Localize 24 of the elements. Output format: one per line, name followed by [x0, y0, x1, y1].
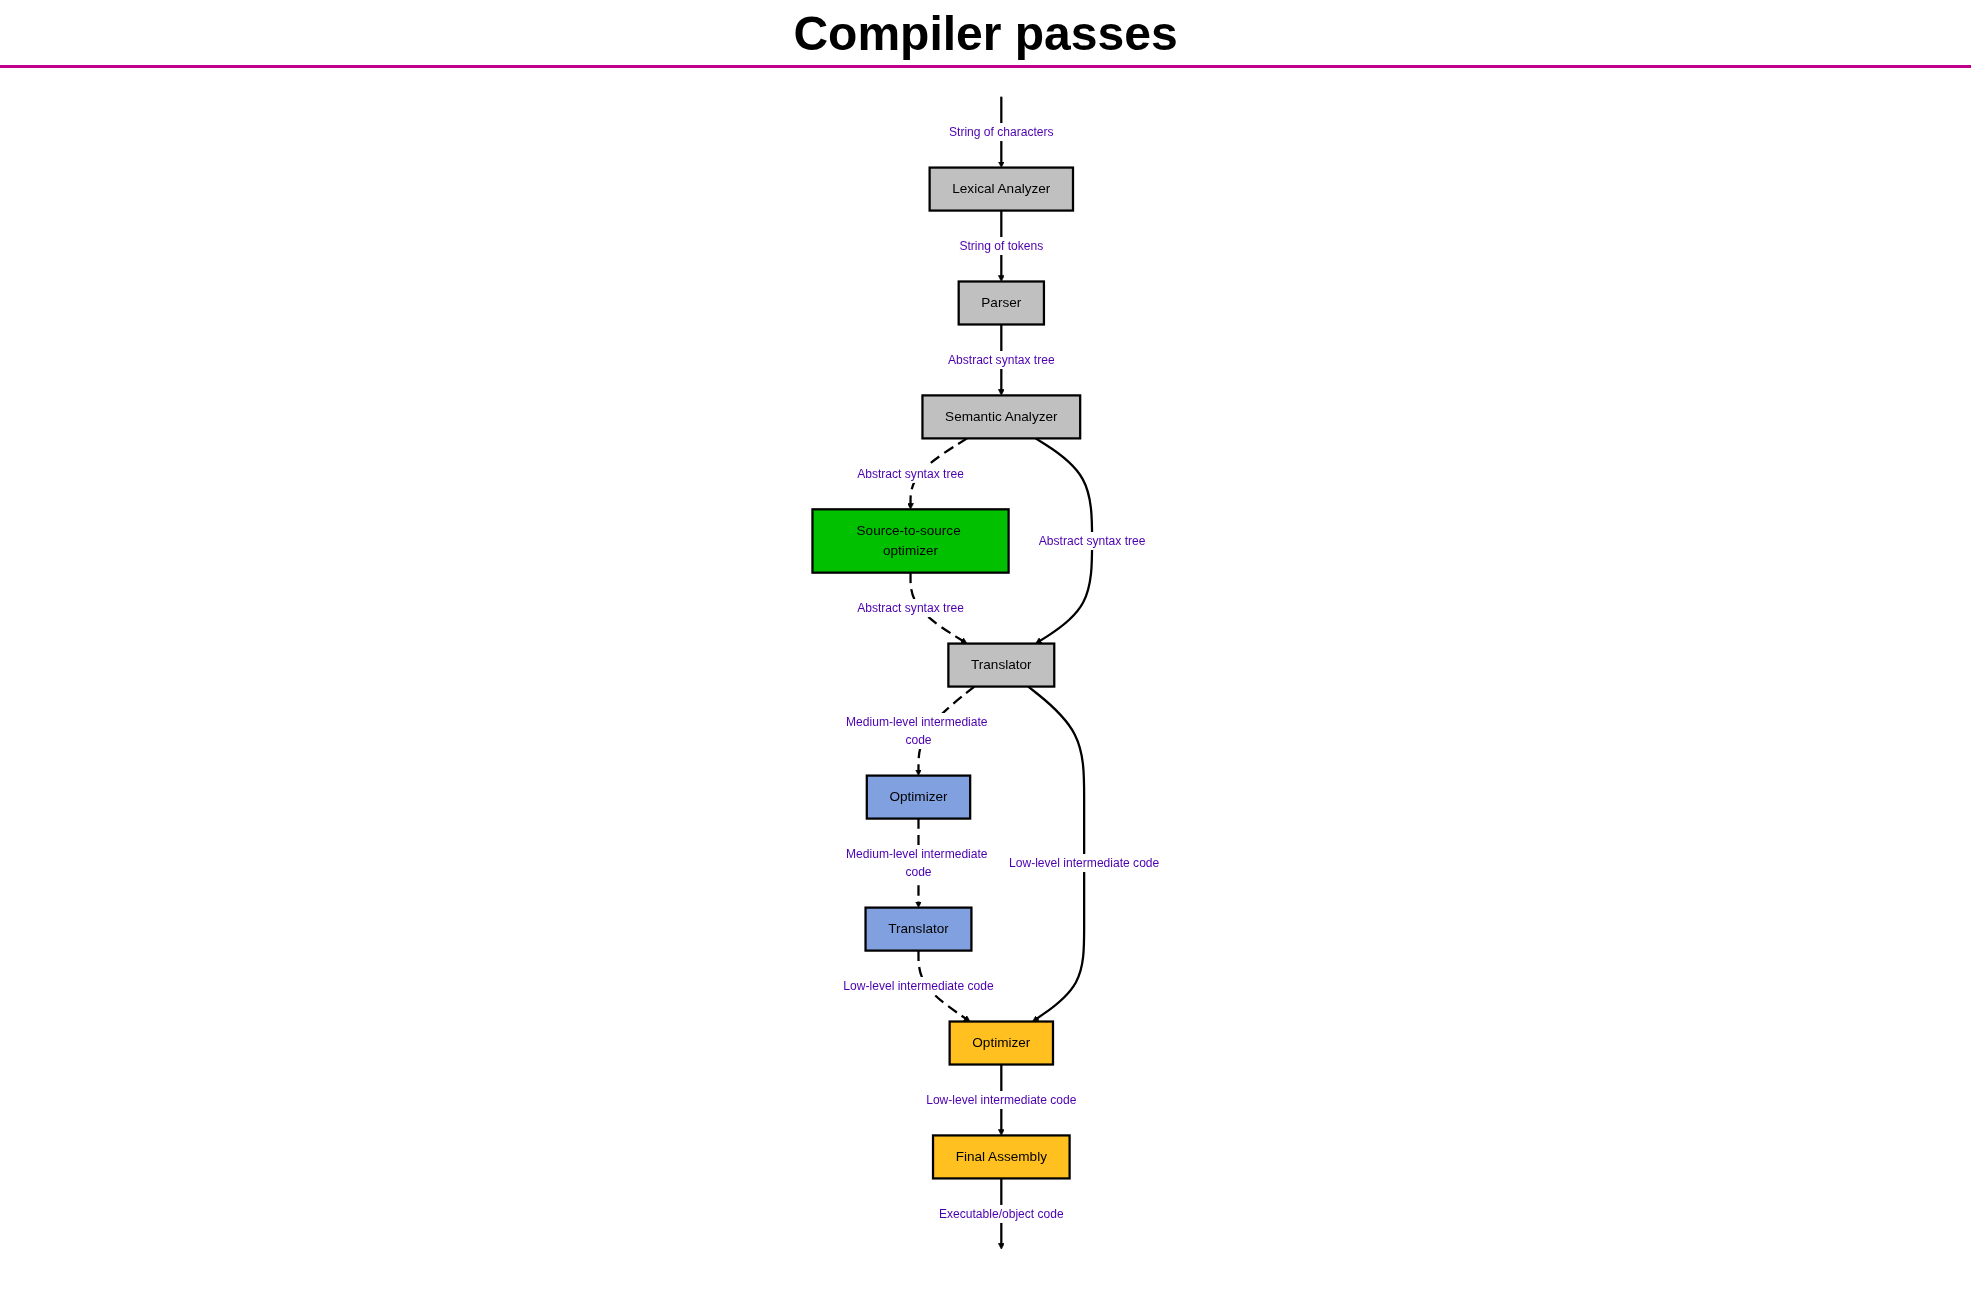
edge-label: Executable/object code	[938, 1207, 1064, 1220]
edge-label: Abstract syntax tree	[1038, 534, 1146, 548]
edge-label: Low-level intermediate code	[1008, 856, 1159, 870]
arrow	[917, 950, 970, 1022]
arrow	[909, 572, 967, 644]
node-box: Semantic Analyzer	[920, 394, 1081, 440]
node-box: Source-to-source optimizer	[810, 508, 1010, 574]
edge-label: Medium-level intermediate code	[845, 715, 988, 747]
edge-label: Medium-level intermediate code	[845, 847, 988, 879]
node-box: Translator	[946, 642, 1055, 688]
node-box: Optimizer	[865, 774, 971, 820]
edge-label: Abstract syntax tree	[947, 353, 1055, 366]
title: Compiler passes	[0, 6, 1971, 68]
node-box: Parser	[957, 280, 1045, 326]
node-box: Optimizer	[948, 1020, 1054, 1066]
edge-label: String of tokens	[959, 239, 1043, 253]
node-box: Lexical Analyzer	[928, 166, 1074, 212]
node-box: Translator	[864, 906, 973, 952]
edge-label: Low-level intermediate code	[925, 1093, 1077, 1107]
edge-label: Abstract syntax tree	[856, 467, 964, 480]
edge-label: String of characters	[948, 125, 1054, 139]
node-box: Final Assembly	[931, 1134, 1071, 1180]
edge-label: Low-level intermediate code	[842, 979, 994, 993]
edge-label: Abstract syntax tree	[856, 601, 964, 615]
